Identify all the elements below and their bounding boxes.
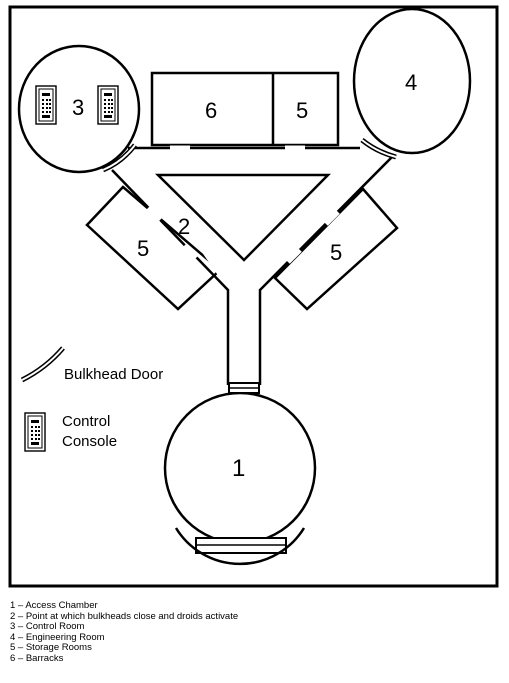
key-item: 4 – Engineering Room [10,631,105,643]
control-console-legend-icon [24,412,46,452]
corridor-fill [130,148,360,388]
key-item: 6 – Barracks [10,652,64,664]
label-control-room-number: 3 [72,95,84,120]
label-bulkhead-point-number: 2 [178,214,190,239]
legend-control-console-label-line2: Console [62,433,117,450]
corridor-right-wall [258,156,393,385]
control-console-icon-1 [35,85,57,125]
bulkhead-door-engineering-inner [361,139,397,158]
legend-bulkhead-door-label: Bulkhead Door [64,366,163,383]
key-item: 1 – Access Chamber [10,600,98,611]
legend-control-console-label-line1: Control [62,413,110,430]
control-console-icon-2 [97,85,119,125]
key-item: 2 – Point at which bulkheads close and d… [10,610,239,622]
door-gap-storage-left-1 [146,206,162,222]
door-gap-storage-right-2 [286,248,302,264]
door-gap-storage-right-1 [324,210,340,226]
label-engineering-room-number: 4 [405,70,417,95]
label-access-chamber-number: 1 [232,455,245,482]
label-storage-right-number: 5 [330,240,342,265]
label-storage-left-number: 5 [137,236,149,261]
map-key: 1 – Access Chamber 2 – Point at which bu… [10,600,239,665]
label-storage-top-number: 5 [296,98,308,123]
bulkhead-door-icon-inner [21,347,64,381]
legend-bulkhead-door: Bulkhead Door [20,346,163,383]
facility-map: 3 4 6 5 5 5 2 1 Bulkhead Door Control Co… [8,5,499,588]
storage-room-right [273,187,399,311]
inner-triangle [154,173,331,262]
door-gap-storage-left-2 [183,243,199,259]
control-room [17,44,141,174]
barracks-block [150,71,340,147]
legend-control-console: Control Console [24,412,117,452]
bulkhead-door-control-room-inner [102,144,136,171]
key-item: 3 – Control Room [10,621,85,633]
label-barracks-number: 6 [205,98,217,123]
engineering-room [352,7,472,155]
key-item: 5 – Storage Rooms [10,642,92,654]
storage-room-left [85,185,222,311]
access-chamber-lower-arc [174,527,306,566]
